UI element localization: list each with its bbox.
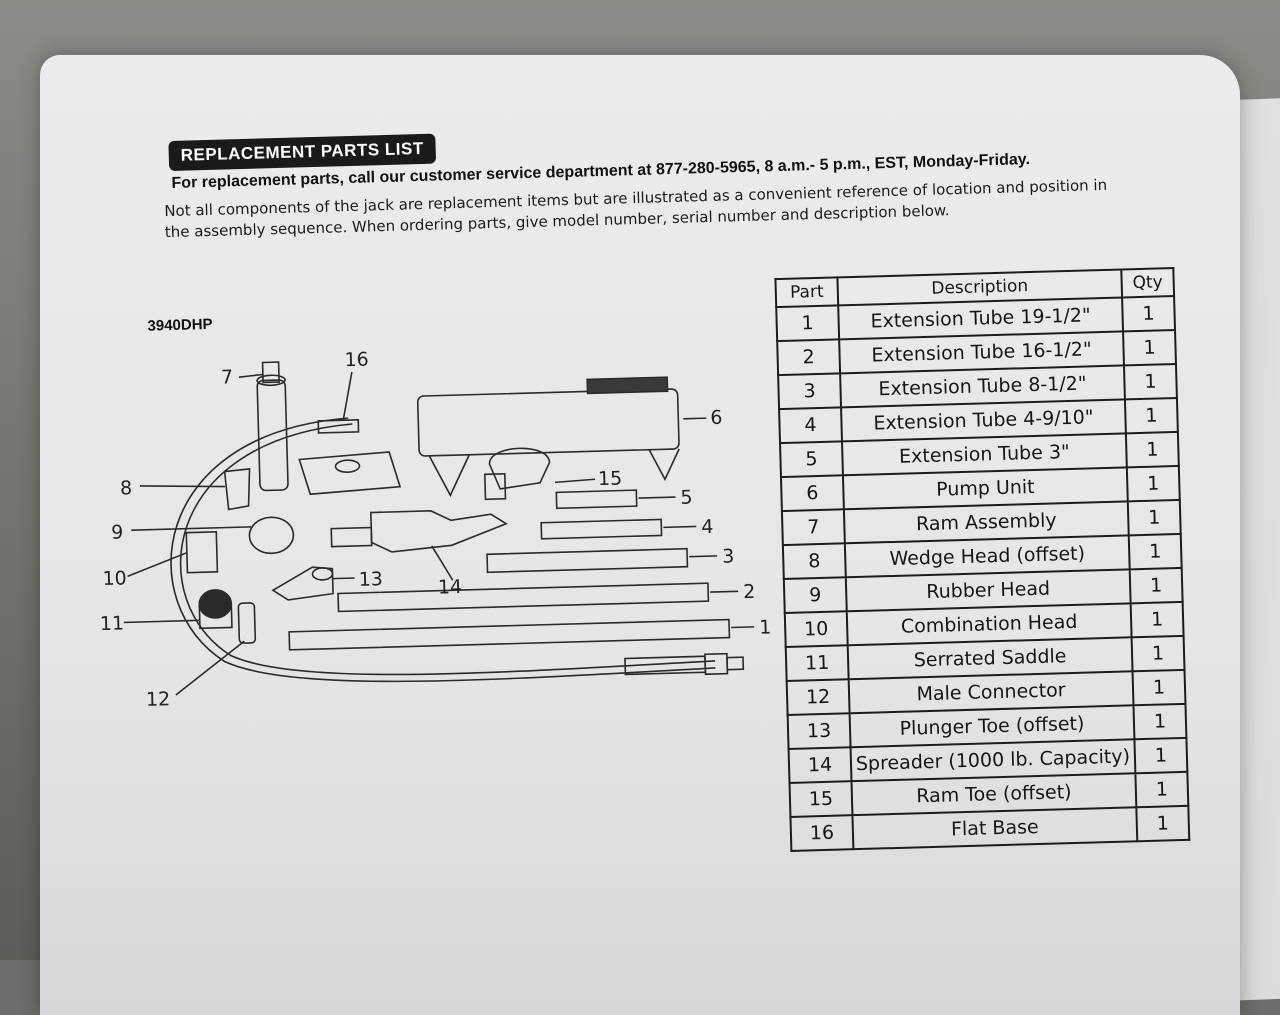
male-connector [237, 602, 257, 644]
hydraulic-hose [170, 417, 716, 683]
extension-tube-4 [540, 518, 663, 540]
pump-unit [416, 388, 680, 457]
part-number: 14 [788, 747, 852, 783]
part-qty: 1 [1122, 296, 1176, 332]
callout-10: 10 [102, 567, 127, 590]
part-qty: 1 [1133, 703, 1187, 740]
callout-4: 4 [701, 516, 714, 538]
part-number: 9 [783, 577, 847, 614]
combination-head [185, 531, 219, 574]
callout-11: 11 [100, 612, 125, 635]
part-number: 2 [777, 339, 841, 376]
extension-tube-1 [288, 618, 731, 651]
header-qty: Qty [1121, 268, 1175, 298]
model-number: 3940DHP [147, 315, 213, 335]
callout-5: 5 [680, 487, 693, 509]
part-qty: 1 [1127, 499, 1181, 536]
part-qty: 1 [1126, 465, 1180, 502]
flat-base [298, 451, 402, 496]
part-qty: 1 [1123, 363, 1177, 400]
part-qty: 1 [1131, 635, 1185, 672]
ram-assembly [256, 379, 289, 492]
manual-page [40, 55, 1240, 1015]
extension-tube-2 [337, 582, 710, 613]
part-qty: 1 [1135, 771, 1189, 808]
parts-diagram: 7 16 6 8 9 10 11 12 13 14 15 5 4 3 2 1 [100, 349, 772, 711]
callout-14: 14 [438, 576, 463, 599]
callout-15: 15 [598, 468, 623, 491]
part-qty: 1 [1123, 330, 1176, 366]
section-title: REPLACEMENT PARTS LIST [168, 133, 437, 172]
part-qty: 1 [1125, 431, 1179, 468]
part-qty: 1 [1130, 601, 1184, 638]
spreader [330, 526, 373, 548]
wedge-head [223, 468, 251, 511]
part-number: 8 [782, 543, 846, 580]
part-number: 13 [787, 713, 851, 749]
part-number: 10 [784, 611, 848, 647]
part-number: 3 [778, 373, 842, 410]
header-part: Part [775, 277, 839, 308]
extension-tube-5 [555, 489, 638, 510]
part-number: 12 [786, 679, 850, 715]
part-number: 5 [780, 441, 843, 478]
callout-2: 2 [743, 581, 756, 603]
callout-3: 3 [722, 545, 735, 567]
part-description: Flat Base [852, 807, 1138, 850]
callout-1: 1 [759, 616, 772, 638]
part-qty: 1 [1136, 805, 1190, 842]
extension-tube-3 [486, 547, 689, 574]
callout-12: 12 [146, 688, 171, 711]
plunger-toe [271, 566, 334, 601]
callout-6: 6 [710, 407, 723, 429]
part-number: 4 [779, 407, 842, 444]
callout-16: 16 [344, 349, 369, 372]
part-number: 15 [789, 781, 853, 817]
callout-7: 7 [221, 366, 234, 388]
part-number: 7 [781, 509, 845, 546]
callout-13: 13 [358, 568, 383, 591]
callout-8: 8 [120, 477, 133, 499]
part-number: 16 [790, 815, 854, 851]
callout-9: 9 [111, 521, 124, 543]
part-qty: 1 [1128, 533, 1182, 570]
page-content: REPLACEMENT PARTS LIST For replacement p… [100, 133, 1190, 852]
part-qty: 1 [1129, 567, 1183, 604]
ram-toe [488, 447, 551, 490]
part-number: 11 [785, 645, 849, 681]
part-number: 1 [776, 305, 840, 342]
part-qty: 1 [1134, 737, 1188, 774]
part-qty: 1 [1132, 669, 1186, 706]
part-number: 6 [780, 475, 844, 512]
part-qty: 1 [1124, 397, 1178, 434]
rubber-head [248, 516, 295, 555]
